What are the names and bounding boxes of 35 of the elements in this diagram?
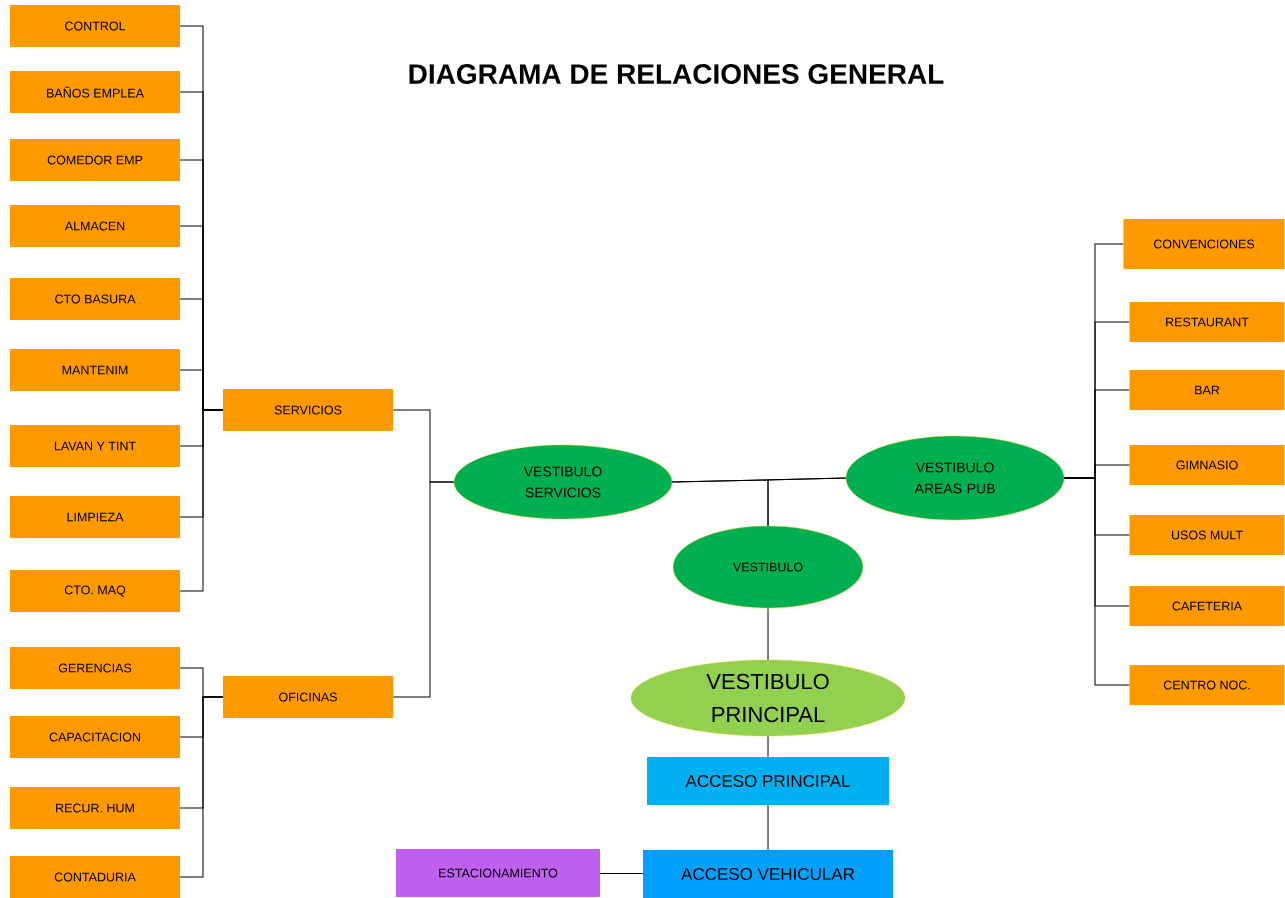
room-box: CONVENCIONES: [1123, 219, 1285, 269]
room-box: GERENCIAS: [10, 647, 180, 689]
connector-line: [767, 804, 769, 851]
room-box: COMEDOR EMP: [10, 139, 180, 181]
room-box: GIMNASIO: [1129, 445, 1285, 485]
connector-line: [1063, 477, 1130, 686]
room-box: ESTACIONAMIENTO: [396, 849, 600, 897]
room-box: MANTENIM: [10, 349, 180, 391]
connector-line: [767, 477, 847, 527]
room-box: CTO. MAQ: [10, 570, 180, 612]
room-box: CAFETERIA: [1129, 586, 1285, 626]
room-box: LIMPIEZA: [10, 496, 180, 538]
room-box: BAÑOS EMPLEA: [10, 71, 180, 113]
room-box: OFICINAS: [223, 676, 393, 718]
room-box: USOS MULT: [1129, 515, 1285, 555]
connector-line: [599, 872, 644, 875]
title: DIAGRAMA DE RELACIONES GENERAL: [409, 64, 944, 84]
connector-line: [179, 696, 224, 878]
room-box: CENTRO NOC.: [1129, 665, 1285, 705]
room-box: RESTAURANT: [1129, 302, 1285, 342]
connector-line: [392, 481, 455, 698]
room-box: BAR: [1129, 370, 1285, 410]
connector-line: [179, 409, 224, 592]
room-box: CAPACITACION: [10, 716, 180, 758]
room-box: CONTROL: [10, 5, 180, 47]
room-box: SERVICIOS: [223, 389, 393, 431]
room-box: LAVAN Y TINT: [10, 425, 180, 467]
connector-line: [767, 735, 769, 758]
room-box: CONTADURIA: [10, 856, 180, 898]
room-box: ALMACEN: [10, 205, 180, 247]
room-box: ACCESO VEHICULAR: [643, 850, 893, 898]
connector-line: [767, 607, 769, 661]
room-box: ACCESO PRINCIPAL: [647, 757, 889, 805]
room-box: CTO BASURA: [10, 278, 180, 320]
room-box: RECUR. HUM: [10, 787, 180, 829]
